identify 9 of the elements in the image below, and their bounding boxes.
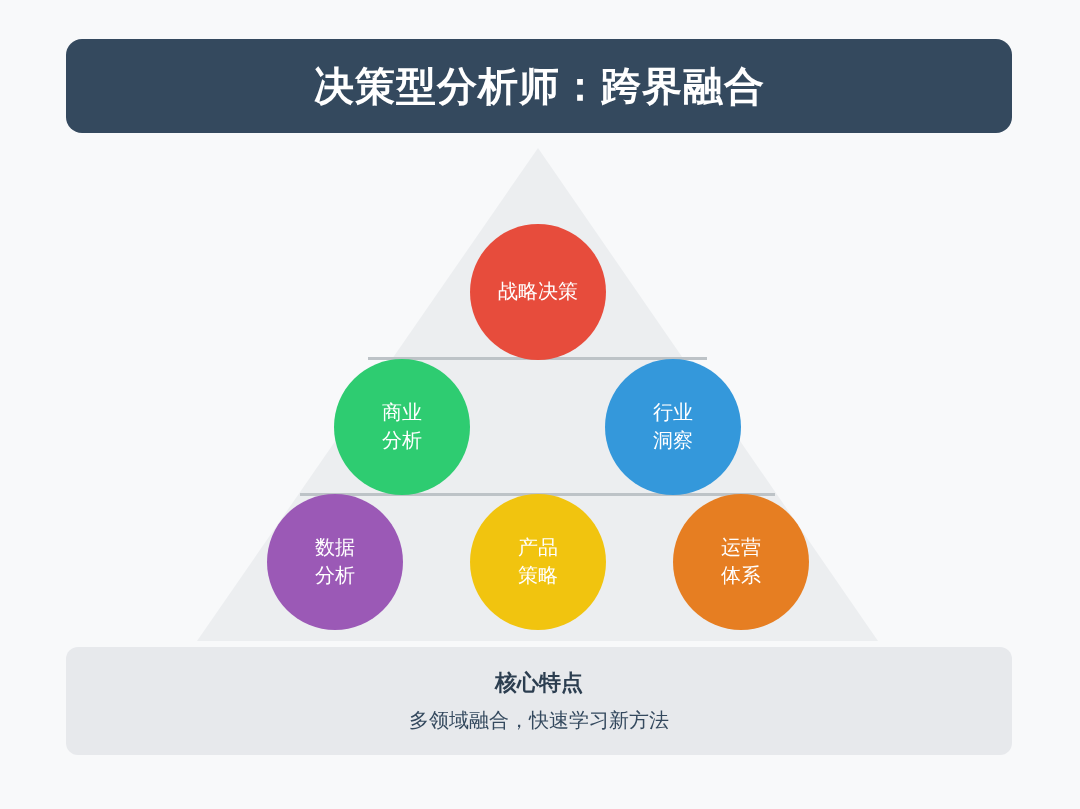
panel-heading: 核心特点 [495, 668, 583, 697]
node-label: 产品策略 [517, 535, 559, 588]
node-label: 数据分析 [314, 535, 356, 588]
node-label: 商业分析 [381, 400, 423, 453]
title: 决策型分析师：跨界融合 [313, 63, 765, 110]
node-label: 行业洞察 [652, 400, 694, 453]
node-label: 运营体系 [720, 535, 762, 588]
node-label: 战略决策 [498, 279, 578, 305]
panel-text: 多领域融合，快速学习新方法 [409, 708, 669, 734]
